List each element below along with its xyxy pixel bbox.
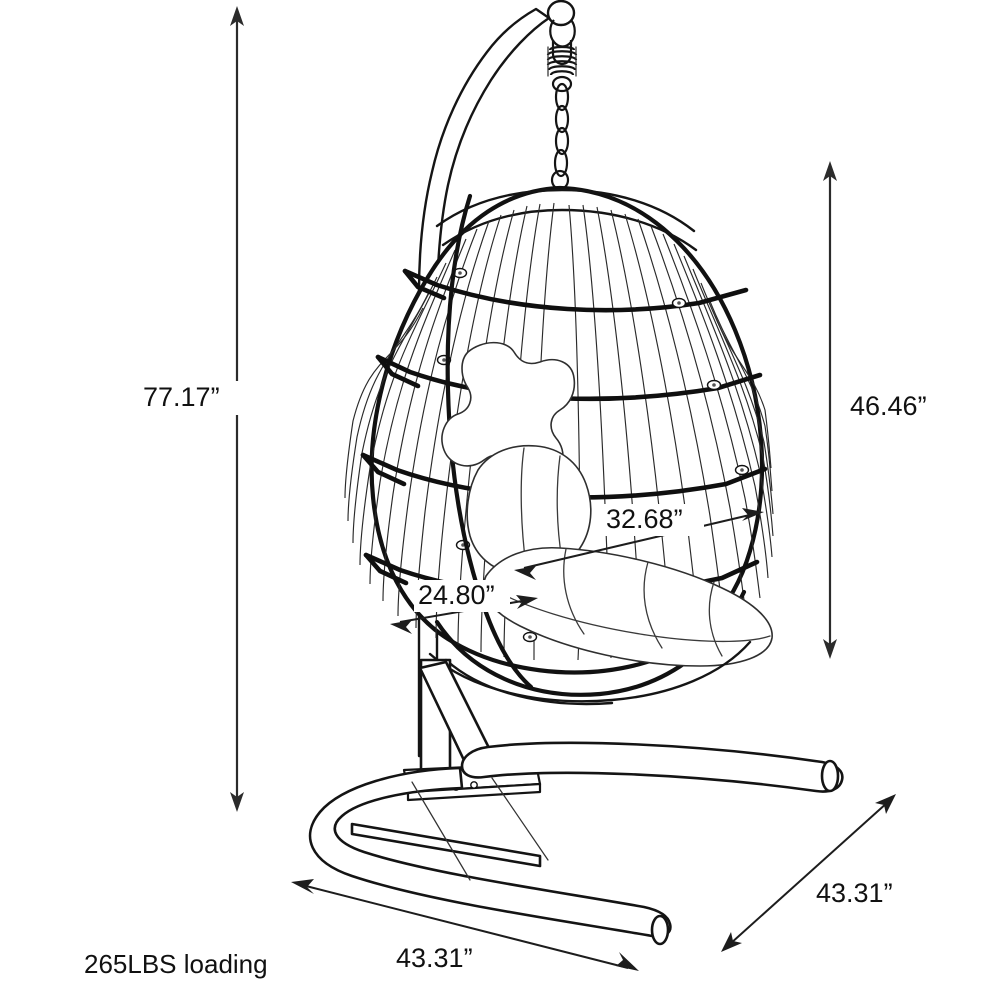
overall-height-label-bg <box>138 381 242 415</box>
dimension-chair-height: 46.46” <box>823 161 956 659</box>
seat-depth-label-bg <box>414 580 510 612</box>
seat-cushion <box>483 546 773 667</box>
base-depth-label-bg <box>812 878 912 910</box>
stand-base <box>308 658 844 946</box>
seat-back-width-line <box>523 513 755 569</box>
seat-shelf-edge <box>428 640 752 703</box>
seat-back-width-label: 32.68” <box>606 504 683 534</box>
seat-back-width-label-bg <box>602 504 704 536</box>
basket-front-rim <box>445 193 534 690</box>
seat-cushion-seam-2 <box>643 561 663 649</box>
base-depth-label: 43.31” <box>816 878 893 908</box>
base-perspective-line-1 <box>411 781 471 881</box>
seat-depth-label: 24.80” <box>418 580 495 610</box>
chain-icon <box>550 75 573 191</box>
dimension-base-width: 43.31” <box>291 879 639 975</box>
spring-icon <box>546 45 578 77</box>
basket-top-rim-inner <box>441 208 698 252</box>
dimension-base-depth: 43.31” <box>721 794 912 952</box>
base-frame-right-cap <box>820 759 840 793</box>
overall-height-arrow-top <box>230 6 244 26</box>
basket-band-hooks <box>360 268 447 586</box>
base-width-label: 43.31” <box>396 943 473 973</box>
chair-height-label-bg <box>846 390 956 424</box>
base-depth-arrow-lower <box>721 932 742 952</box>
dimension-overall-height: 77.17” <box>138 6 244 812</box>
basket-top-rim <box>435 188 696 233</box>
base-frame-right-leg <box>460 741 844 793</box>
mounting-plate-edge <box>406 782 542 802</box>
dimension-seat-depth: 24.80” <box>390 580 538 634</box>
egg-basket <box>344 185 774 697</box>
basket-ribs-right <box>568 204 774 661</box>
chair-cushions <box>428 444 773 706</box>
seat-cushion-seam-3 <box>708 581 723 657</box>
load-capacity-label: 265LBS loading <box>84 949 268 979</box>
seat-depth-arrow-left <box>390 620 412 634</box>
chair-height-arrow-bottom <box>823 639 837 659</box>
base-frame-front-cap <box>650 914 670 946</box>
base-perspective-line-2 <box>491 777 549 861</box>
base-width-line <box>301 884 629 969</box>
base-width-arrow-left <box>291 879 314 894</box>
dimension-seat-back-width: 32.68” <box>514 504 764 580</box>
chair-height-arrow-top <box>823 161 837 181</box>
base-width-arrow-right <box>616 952 639 971</box>
rivet <box>706 379 722 391</box>
seat-depth-arrow-right <box>516 595 538 609</box>
seat-back-width-arrow-right <box>742 508 764 521</box>
seat-shelf-edge-inner <box>444 658 614 706</box>
base-width-label-bg <box>392 943 492 975</box>
rivet <box>671 297 687 309</box>
base-frame-front-loop <box>308 766 672 938</box>
base-depth-line <box>729 801 889 945</box>
seat-back-width-arrow-left <box>514 566 536 580</box>
base-cross-brace <box>350 822 542 868</box>
rivet <box>522 631 538 643</box>
chair-height-label: 46.46” <box>850 391 927 421</box>
stand-arm-end-cap <box>546 0 576 27</box>
overall-height-label: 77.17” <box>143 382 220 412</box>
overall-height-arrow-bottom <box>230 792 244 812</box>
base-depth-arrow-upper <box>875 794 896 814</box>
stand-top-fitting <box>546 0 578 191</box>
rivet <box>734 464 750 476</box>
